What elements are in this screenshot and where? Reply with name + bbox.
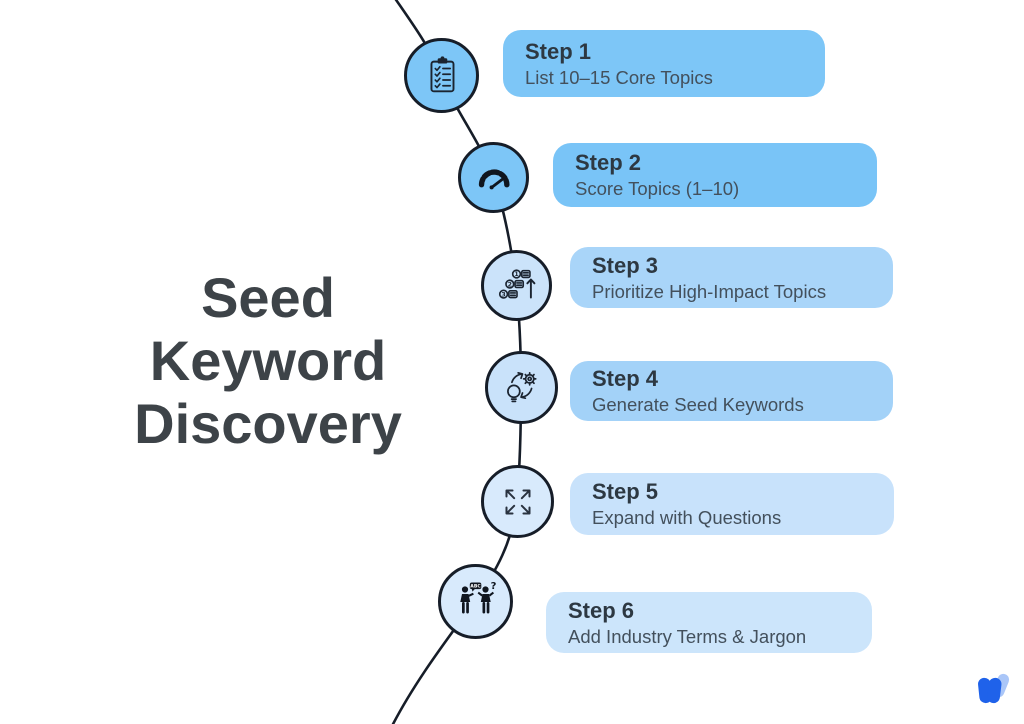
step-6-description: Add Industry Terms & Jargon [568, 625, 807, 647]
conversation-icon: ABC ? [459, 581, 496, 613]
step-2-label: Step 2 [575, 150, 642, 175]
step-3-label: Step 3 [592, 252, 659, 278]
svg-text:ABC: ABC [470, 583, 481, 589]
step-5-card: Step 5 Expand with Questions [570, 473, 894, 535]
step-1-card: Step 1 List 10–15 Core Topics [503, 30, 825, 97]
svg-text:3: 3 [501, 291, 505, 298]
step-3-circle: 1 2 3 [481, 250, 552, 321]
title-line-1: Seed [201, 266, 335, 329]
step-6-label: Step 6 [568, 597, 635, 623]
idea-gear-cycle-icon [506, 371, 537, 402]
step-2-card: Step 2 Score Topics (1–10) [553, 143, 877, 207]
step-6-card: Step 6 Add Industry Terms & Jargon [546, 592, 872, 653]
svg-text:1: 1 [514, 271, 518, 278]
title-line-3: Discovery [134, 392, 402, 455]
step-1-description: List 10–15 Core Topics [525, 66, 713, 88]
step-5-circle [481, 465, 554, 538]
step-1-label: Step 1 [525, 38, 592, 64]
brand-logo [978, 673, 1010, 704]
step-5-label: Step 5 [592, 479, 659, 504]
ranked-list-icon: 1 2 3 [498, 268, 535, 299]
step-4-card: Step 4 Generate Seed Keywords [570, 361, 893, 421]
svg-text:2: 2 [507, 281, 511, 288]
title-line-2: Keyword [149, 329, 387, 392]
page-title: Seed Keyword Discovery [58, 266, 478, 455]
step-3-card: Step 3 Prioritize High-Impact Topics [570, 247, 893, 308]
step-5-description: Expand with Questions [592, 507, 782, 528]
step-2-description: Score Topics (1–10) [575, 178, 740, 199]
expand-arrows-icon [504, 488, 531, 515]
step-4-circle [485, 351, 558, 424]
step-4-description: Generate Seed Keywords [592, 394, 804, 415]
step-2-circle [458, 142, 529, 213]
step-4-label: Step 4 [592, 366, 659, 391]
gauge-icon [478, 168, 510, 189]
clipboard-checklist-icon [430, 55, 454, 92]
step-6-circle: ABC ? [438, 564, 513, 639]
step-1-circle [404, 38, 479, 113]
svg-text:?: ? [490, 581, 496, 592]
step-3-description: Prioritize High-Impact Topics [592, 280, 827, 302]
